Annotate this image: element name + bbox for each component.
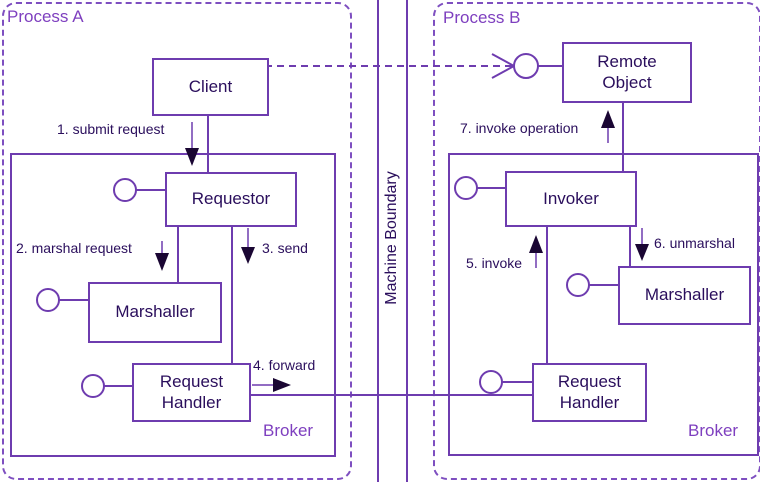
process-b-title: Process B — [443, 8, 521, 27]
interface-lollipop-requesthandler-b — [479, 370, 503, 394]
step2-label: 2. marshal request — [16, 240, 132, 256]
marshaller-a-box: Marshaller — [88, 282, 222, 343]
request-handler-b-box: Request Handler — [532, 363, 647, 422]
step1-label: 1. submit request — [57, 121, 165, 137]
client-box: Client — [152, 58, 269, 116]
invoker-label: Invoker — [543, 188, 599, 208]
request-handler-a-label: Request Handler — [159, 372, 224, 412]
step7-label: 7. invoke operation — [460, 120, 579, 136]
remote-object-label: Remote Object — [597, 52, 657, 92]
arrowhead-step6-down — [635, 244, 649, 261]
step3-label: 3. send — [262, 240, 308, 256]
broker-a-label: Broker — [263, 421, 314, 440]
interface-lollipop-marshaller-a — [36, 288, 60, 312]
interface-lollipop-marshaller-b — [566, 273, 590, 297]
marshaller-b-label: Marshaller — [644, 285, 725, 305]
arrowhead-step5-up — [529, 235, 543, 253]
interface-lollipop-requesthandler-a — [81, 374, 105, 398]
client-label: Client — [188, 76, 233, 96]
open-arrowhead-lower — [491, 65, 515, 79]
step5-label: 5. invoke — [466, 255, 523, 271]
process-a-title: Process A — [7, 7, 84, 26]
interface-lollipop-requestor — [113, 178, 137, 202]
arrowhead-step3-down — [241, 247, 255, 264]
arrowhead-step7-up — [601, 110, 615, 128]
requestor-box: Requestor — [165, 172, 297, 227]
interface-lollipop-invoker — [454, 176, 478, 200]
invoker-box: Invoker — [505, 171, 637, 227]
marshaller-a-label: Marshaller — [115, 302, 195, 322]
request-handler-a-box: Request Handler — [132, 363, 251, 422]
step6-label: 6. unmarshal — [654, 235, 735, 251]
step4-label: 4. forward — [253, 357, 316, 373]
machine-boundary-label: Machine Boundary — [383, 171, 400, 305]
open-arrowhead-upper — [491, 53, 515, 67]
broker-b-label: Broker — [688, 421, 739, 440]
requestor-label: Requestor — [191, 189, 271, 209]
arrowhead-step4-right — [273, 378, 291, 392]
remote-object-box: Remote Object — [562, 42, 692, 103]
request-handler-b-label: Request Handler — [557, 372, 622, 412]
arrowhead-step2-down — [155, 253, 169, 271]
interface-lollipop-remoteobject — [513, 53, 539, 79]
marshaller-b-box: Marshaller — [618, 266, 751, 325]
arrowhead-step1-down — [185, 148, 199, 166]
process-a-container — [2, 2, 352, 480]
